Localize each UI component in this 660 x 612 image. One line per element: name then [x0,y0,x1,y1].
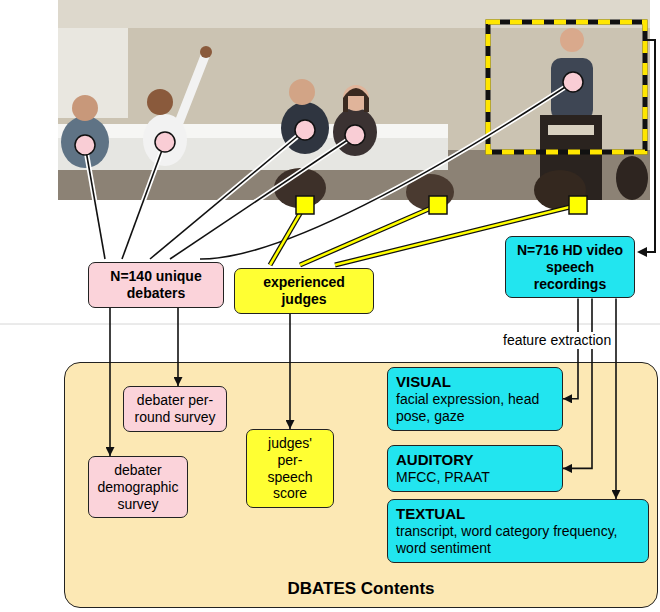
leader-halo [85,82,573,259]
node-text: debater per-round survey [132,392,218,426]
person-head [147,89,173,115]
photo-table-cloth [58,138,448,170]
section-heading: VISUAL [396,373,554,391]
data-source-box: N=140 unique debaters [88,262,224,308]
audience-head [616,156,648,200]
survey-box: debater demographic survey [88,456,188,518]
photo-wall [58,0,650,200]
person-head [289,79,315,105]
person-body [143,114,187,166]
feature-box: AUDITORYMFCC, PRAAT [387,445,563,492]
person-head [72,95,98,121]
feature-box: TEXTUALtranscript, word category frequen… [387,499,649,563]
survey-box: debater per-round survey [123,386,227,432]
photo-table [58,124,448,138]
section-heading: TEXTUAL [396,505,640,523]
person-body [61,116,109,168]
node-text: transcript, word category frequency, wor… [396,523,640,557]
recording-arrow-line [645,40,655,252]
connector-arrow [289,314,291,429]
person-head [343,85,369,111]
recording-arrowhead [637,247,647,257]
speaker-head [560,28,584,52]
node-text: DBATES Contents [65,579,657,599]
node-text: experienced judges [243,274,365,308]
speaker-frame [488,22,645,152]
person-body [333,108,377,156]
speaker-body [551,58,593,120]
speaker-frame-dash [488,22,645,152]
person-arm [178,56,205,125]
score-box: judges' per-speech score [246,429,334,508]
section-heading: AUDITORY [396,451,554,469]
node-text: facial expression, head pose, gaze [396,391,554,425]
page-rule [0,324,660,325]
node-text: judges' per-speech score [255,435,325,502]
podium-sign [548,125,594,135]
debater-marker [75,72,583,155]
feature-box: VISUALfacial expression, head pose, gaze [387,367,563,431]
process-label: feature extraction [500,332,614,349]
data-source-box: experienced judges [234,268,374,314]
person-hair [343,88,369,112]
node-text: debater demographic survey [97,462,179,512]
data-source-box: N=716 HD video speech recordings [505,236,635,298]
node-text: MFCC, PRAAT [396,469,554,486]
connector-arrow [177,308,179,386]
node-text: N=140 unique debaters [97,268,215,302]
connector-arrow [109,308,111,456]
person-hand [200,46,212,58]
judge-marker [296,196,587,214]
connector-arrow [615,298,617,499]
debater-leader-line [85,82,573,259]
node-text: N=716 HD video speech recordings [514,242,626,292]
